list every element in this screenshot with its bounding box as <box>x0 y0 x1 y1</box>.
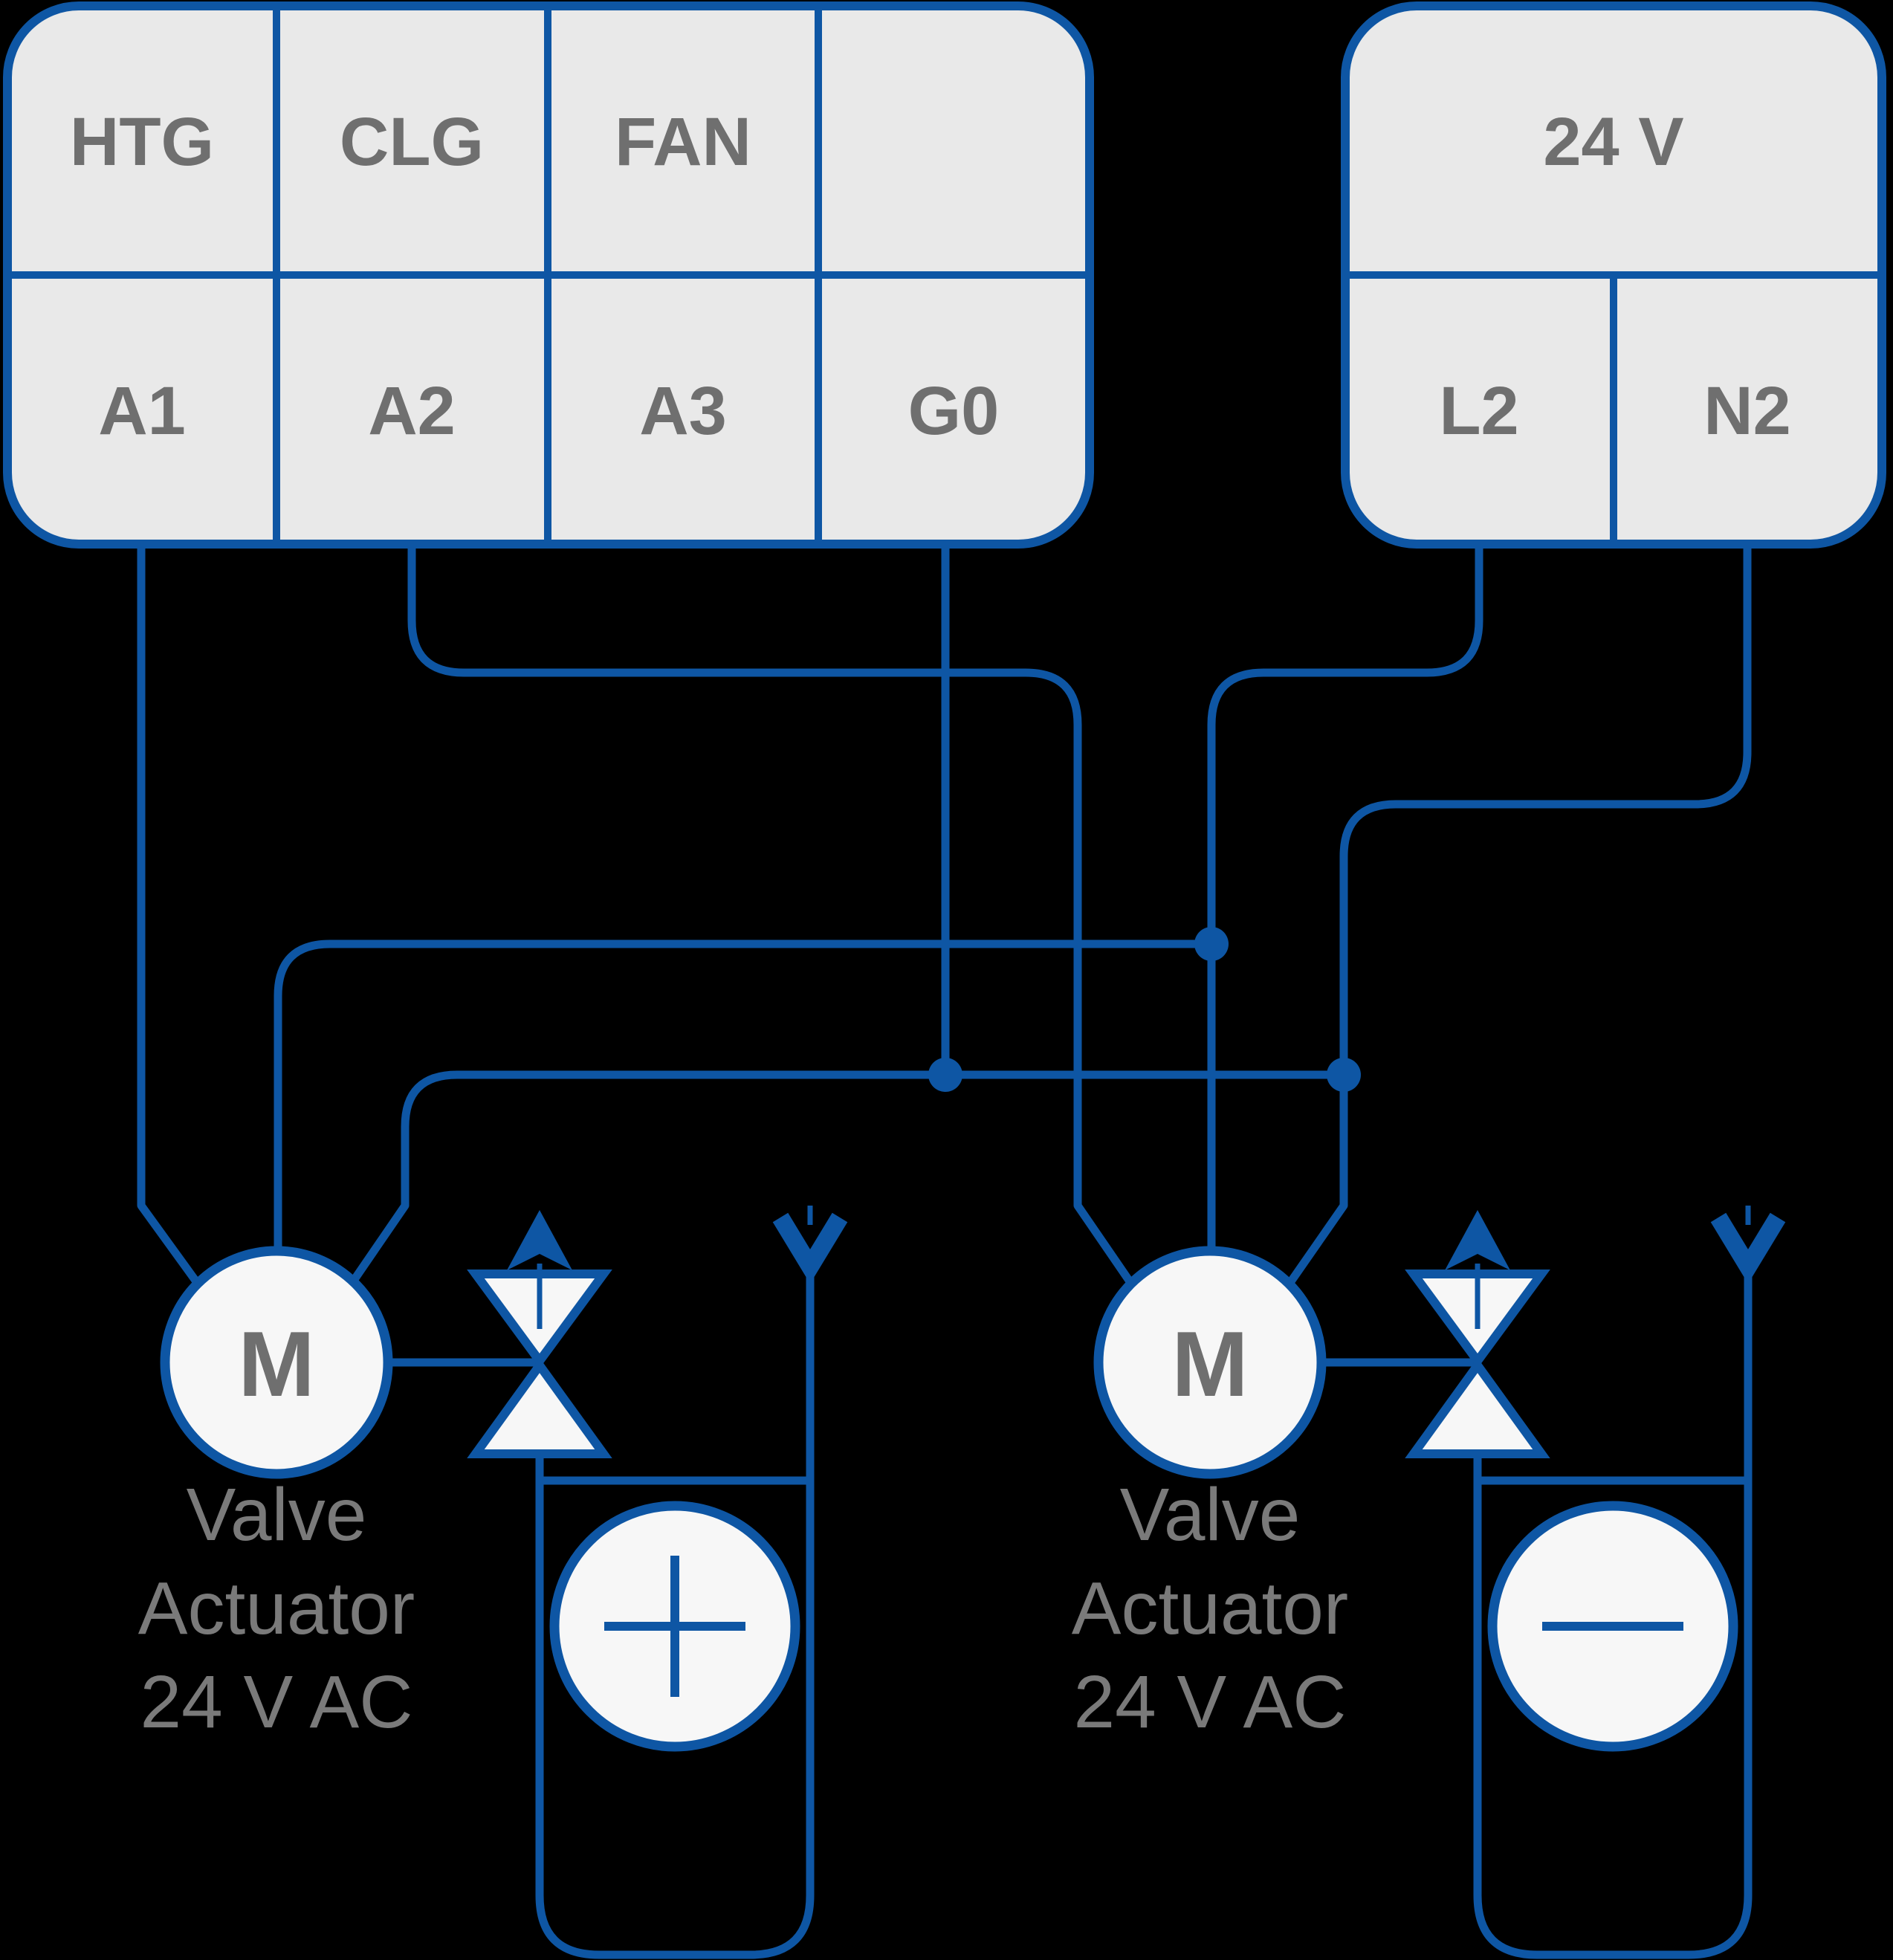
terminal-l2: L2 <box>1439 373 1518 449</box>
left-flow-down-arrow-icon <box>772 1212 848 1284</box>
right-terminal-block: 24 V L2 N2 <box>1341 1 1886 549</box>
plus-icon <box>604 1556 745 1697</box>
supply-voltage-label: 24 V <box>1543 104 1683 180</box>
junction-dot <box>928 1058 962 1092</box>
right-pipe-loop <box>1473 1272 1753 1959</box>
wire-a1-to-left-motor <box>137 544 201 1287</box>
caption-line: Valve <box>1120 1473 1301 1556</box>
cooling-coil-symbol <box>1487 1501 1738 1752</box>
wiring <box>137 544 1752 1287</box>
wire-branch-to-left-motor-center <box>274 939 1211 1255</box>
right-actuator-group: M Valve Actuator 24 V AC <box>1072 1206 1786 1959</box>
right-flow-up-arrow-icon <box>1445 1210 1510 1270</box>
wire-common-branch-to-left-motor <box>348 1070 1344 1287</box>
right-valve-bottom-triangle <box>1405 1357 1550 1458</box>
junction-dot <box>1327 1058 1361 1092</box>
wire-l2-to-right-motor <box>1207 544 1483 1255</box>
left-terminal-block: HTG CLG FAN A1 A2 A3 G0 <box>3 1 1094 549</box>
left-pipe-loop <box>535 1272 815 1959</box>
caption-line: Valve <box>187 1473 367 1556</box>
caption-line: 24 V AC <box>140 1660 413 1744</box>
left-flow-up-arrow-icon <box>507 1210 572 1270</box>
terminal-clg: CLG <box>340 104 484 180</box>
right-motor-circle <box>1093 1246 1327 1479</box>
left-motor-circle <box>160 1246 393 1479</box>
right-block-divider <box>1345 271 1882 544</box>
terminal-a2: A2 <box>368 373 456 449</box>
junction-dot <box>1194 927 1229 961</box>
right-flow-down-arrow-icon <box>1710 1212 1786 1284</box>
terminal-htg: HTG <box>70 104 214 180</box>
terminal-n2: N2 <box>1703 373 1791 449</box>
terminal-a1: A1 <box>98 373 186 449</box>
caption-line: 24 V AC <box>1074 1660 1347 1744</box>
left-block-divider <box>7 6 1090 544</box>
left-motor-label: M <box>238 1313 314 1416</box>
terminal-g0: G0 <box>908 373 1000 449</box>
left-actuator-caption: Valve Actuator 24 V AC <box>138 1473 415 1744</box>
terminal-fan: FAN <box>615 104 751 180</box>
caption-line: Actuator <box>138 1567 415 1650</box>
heating-coil-symbol <box>549 1501 800 1752</box>
left-actuator-group: M Valve Actuator 24 V AC <box>138 1206 848 1959</box>
left-valve-bottom-triangle <box>467 1357 612 1458</box>
right-actuator-caption: Valve Actuator 24 V AC <box>1072 1473 1348 1744</box>
right-motor-label: M <box>1171 1313 1248 1416</box>
wire-n2-to-right-motor <box>1286 544 1752 1287</box>
terminal-a3: A3 <box>639 373 727 449</box>
caption-line: Actuator <box>1072 1567 1348 1650</box>
wire-a2-to-right-motor <box>407 544 1135 1287</box>
